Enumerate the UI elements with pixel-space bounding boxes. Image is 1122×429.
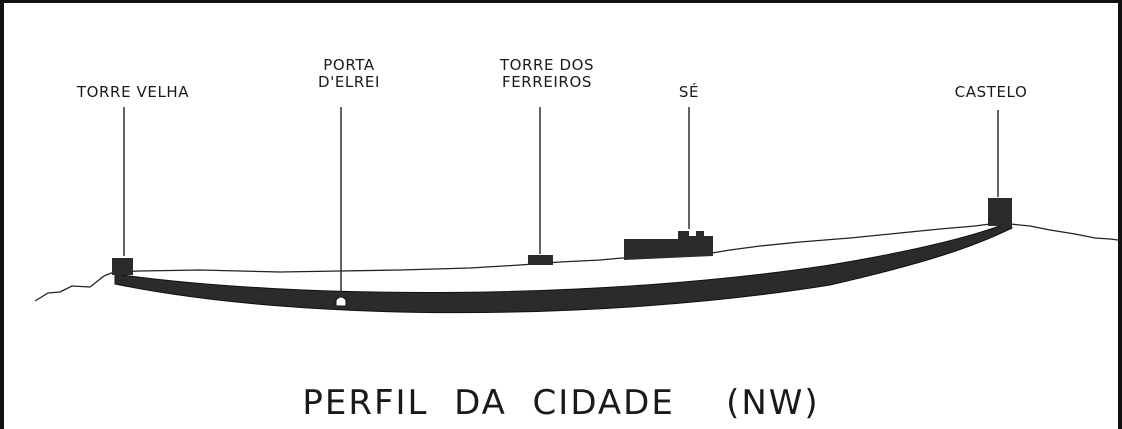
city-wall	[114, 221, 1013, 314]
label-porta-delrei: PORTA D'ELREI	[317, 56, 381, 91]
torre-velha-tower	[112, 258, 133, 275]
figure-caption: PERFIL DA CIDADE (NW)	[302, 383, 820, 423]
torre-ferreiros-tower	[528, 255, 553, 265]
se-cathedral	[624, 231, 713, 260]
castelo-tower	[988, 198, 1012, 226]
label-castelo: CASTELO	[954, 83, 1028, 101]
label-torre-ferreiros: TORRE DOS FERREIROS	[499, 56, 595, 91]
label-se: SÉ	[678, 83, 700, 101]
label-torre-velha: TORRE VELHA	[76, 83, 190, 101]
gate-opening	[335, 296, 347, 307]
